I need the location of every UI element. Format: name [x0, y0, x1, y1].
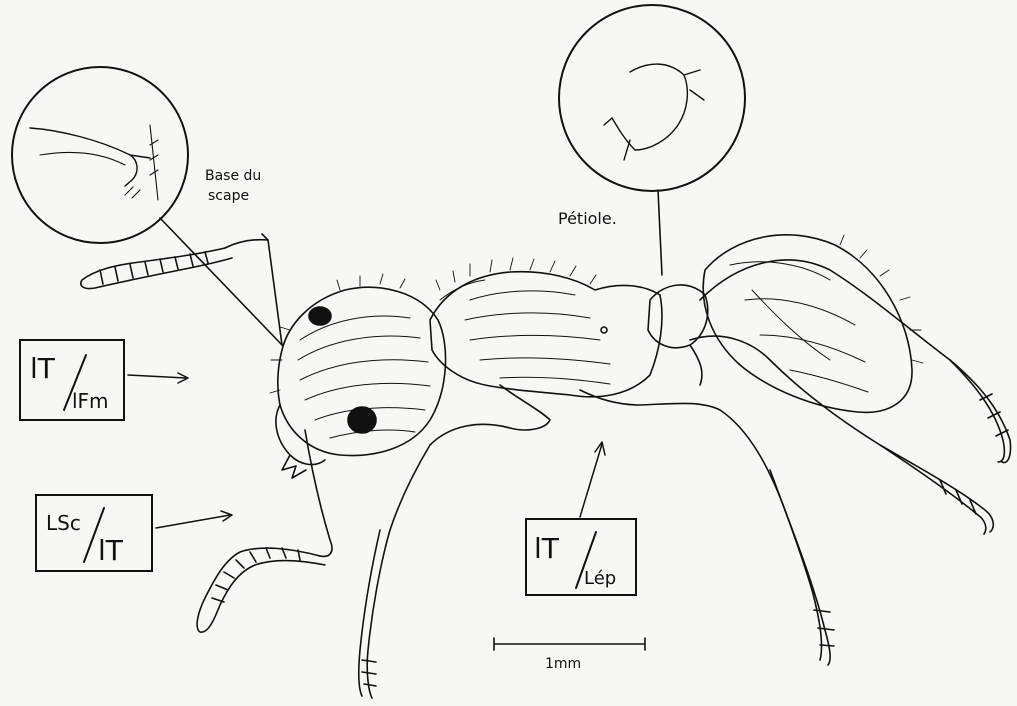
- scape-base-label-line2: scape: [208, 188, 249, 204]
- ratio-numerator: LSc: [46, 511, 81, 535]
- petiole-label: Pétiole.: [558, 209, 617, 228]
- left-antenna: [81, 234, 282, 345]
- right-antenna: [197, 430, 332, 632]
- ant-petiole: [648, 285, 708, 385]
- ratio-box-head-femur: lT lFm: [20, 340, 188, 420]
- petiole-detail-callout: Pétiole.: [558, 5, 745, 275]
- scape-detail-callout: Base du scape: [12, 67, 282, 345]
- ratio-box-scape-head: LSc lT: [36, 495, 232, 571]
- ratio-denominator: lFm: [72, 389, 109, 413]
- scale-bar-label: 1mm: [545, 656, 581, 672]
- ratio-box-head-epinotum: lT Lép: [526, 442, 636, 595]
- ant-mesosoma: [430, 272, 662, 397]
- scape-base-label-line1: Base du: [205, 168, 261, 184]
- ant-legs: [359, 260, 1011, 698]
- ant-setae: [270, 235, 923, 393]
- ratio-denominator: lT: [98, 534, 124, 567]
- ant-eye-lower: [348, 407, 376, 433]
- scale-bar: 1mm: [494, 638, 645, 672]
- ratio-denominator: Lép: [584, 568, 616, 589]
- ratio-numerator: lT: [30, 352, 56, 385]
- ratio-numerator: lT: [534, 532, 560, 565]
- ant-head: [276, 287, 446, 478]
- ant-eye-upper: [309, 307, 331, 325]
- ant-illustration: [81, 234, 1011, 698]
